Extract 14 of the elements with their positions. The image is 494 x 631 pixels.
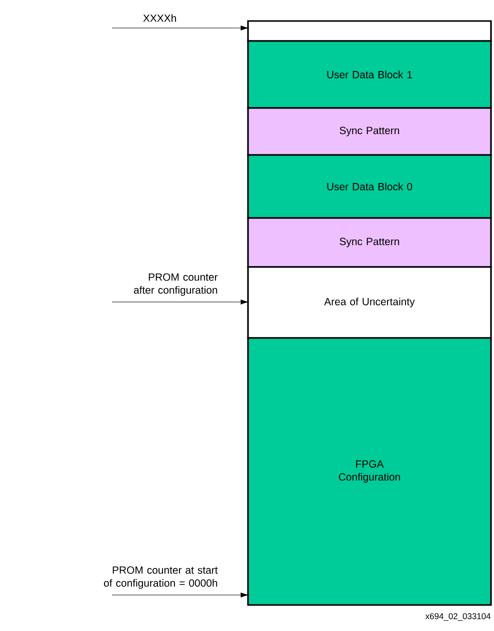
- memory-block: User Data Block 0: [247, 154, 492, 219]
- memory-block: User Data Block 1: [247, 40, 492, 109]
- memory-block: [247, 20, 492, 42]
- pointer-label: PROM counter at start of configuration = 0000h: [104, 566, 218, 589]
- memory-block: Area of Uncertainty: [247, 266, 492, 339]
- memory-block: Sync Pattern: [247, 217, 492, 268]
- figure-number: x694_02_033104: [425, 613, 491, 621]
- memory-block: FPGA Configuration: [247, 337, 492, 606]
- arrow: [112, 300, 248, 304]
- pointer-label: XXXXh: [143, 14, 176, 22]
- arrow: [112, 26, 248, 30]
- arrow: [112, 592, 248, 598]
- memory-block: Sync Pattern: [247, 107, 492, 156]
- pointer-label: PROM counter after configuration: [134, 273, 218, 296]
